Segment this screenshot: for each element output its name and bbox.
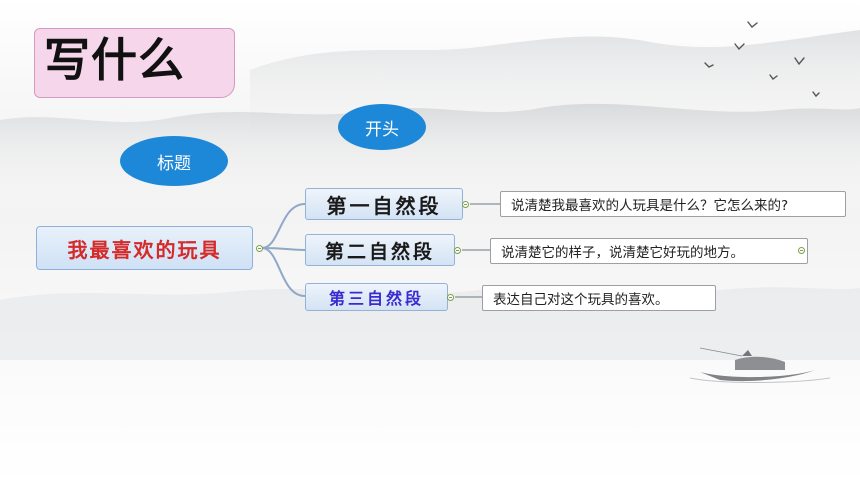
description-3-text: 表达自己对这个玩具的喜欢。 — [493, 292, 669, 308]
title-box — [34, 28, 235, 98]
paragraph-2-label: 第二自然段 — [324, 240, 435, 263]
bubble-opening-label: 开头 — [365, 119, 399, 140]
description-node-1[interactable]: 说清楚我最喜欢的人玩具是什么？它怎么来的? — [500, 191, 846, 217]
paragraph-3-label: 第三自然段 — [328, 289, 424, 308]
bubble-title-label: 标题 — [157, 153, 191, 174]
paragraph-1-toggle[interactable] — [462, 201, 469, 208]
mindmap-root-node[interactable]: 我最喜欢的玩具 — [36, 226, 253, 270]
root-node-label: 我最喜欢的玩具 — [67, 237, 222, 262]
paragraph-1-label: 第一自然段 — [326, 193, 442, 218]
paragraph-2-toggle[interactable] — [454, 247, 461, 254]
flying-birds — [704, 21, 820, 98]
paragraph-node-2[interactable]: 第二自然段 — [305, 234, 455, 266]
paragraph-node-1[interactable]: 第一自然段 — [305, 188, 463, 220]
page-title: 写什么 — [44, 33, 185, 87]
fishing-boat — [689, 347, 831, 383]
bubble-title: 标题 — [120, 136, 228, 186]
bubble-opening: 开头 — [338, 104, 426, 150]
description-node-2[interactable]: 说清楚它的样子，说清楚它好玩的地方。 — [490, 238, 808, 264]
description-1-text: 说清楚我最喜欢的人玩具是什么？它怎么来的? — [511, 198, 789, 214]
description-2-text: 说清楚它的样子，说清楚它好玩的地方。 — [501, 245, 744, 261]
root-collapse-toggle[interactable] — [256, 245, 263, 252]
paragraph-3-toggle[interactable] — [447, 294, 454, 301]
description-node-3[interactable]: 表达自己对这个玩具的喜欢。 — [482, 285, 716, 311]
description-2-toggle[interactable] — [798, 247, 805, 254]
connector-root-para3 — [261, 247, 306, 297]
connector-root-para2 — [261, 247, 306, 251]
connector-root-para1 — [261, 203, 306, 249]
paragraph-node-3[interactable]: 第三自然段 — [305, 283, 448, 311]
